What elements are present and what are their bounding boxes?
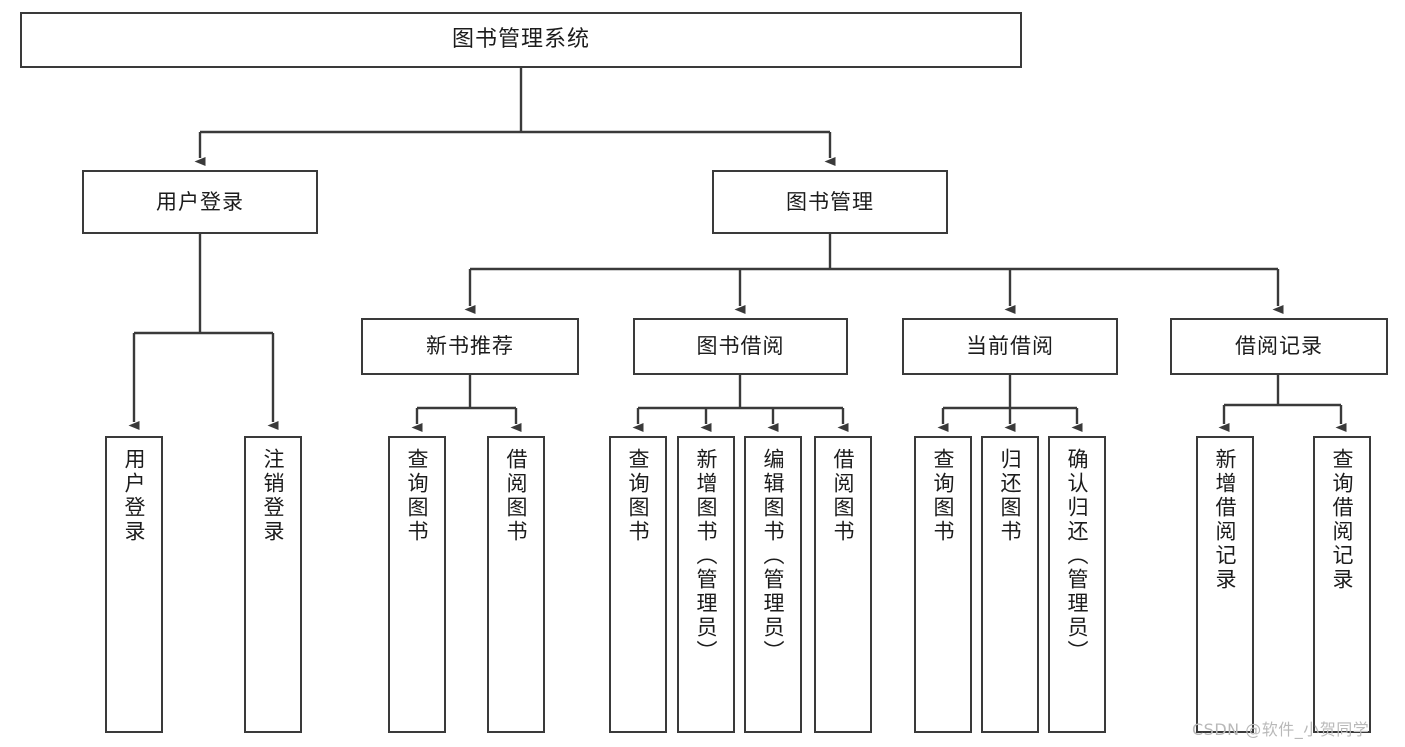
- node-label: 用户登录: [122, 448, 147, 544]
- leaf-user-login-logout[interactable]: 注销登录: [244, 436, 302, 733]
- leaf-user-login-login[interactable]: 用户登录: [105, 436, 163, 733]
- node-label: 查询图书: [931, 448, 956, 544]
- leaf-current-borrow-return[interactable]: 归还图书: [981, 436, 1039, 733]
- node-label: 借阅图书: [504, 448, 529, 544]
- leaf-book-borrow-edit[interactable]: 编辑图书（管理员）: [744, 436, 802, 733]
- node-label: 编辑图书（管理员）: [761, 448, 786, 664]
- leaf-current-borrow-query[interactable]: 查询图书: [914, 436, 972, 733]
- node-book-borrow[interactable]: 图书借阅: [633, 318, 848, 375]
- node-root-system[interactable]: 图书管理系统: [20, 12, 1022, 68]
- leaf-new-book-query[interactable]: 查询图书: [388, 436, 446, 733]
- node-label: 借阅记录: [1235, 334, 1323, 359]
- leaf-current-borrow-confirm-return[interactable]: 确认归还（管理员）: [1048, 436, 1106, 733]
- node-label: 图书管理系统: [451, 27, 590, 53]
- node-label: 图书管理: [786, 189, 874, 214]
- node-label: 归还图书: [998, 448, 1023, 544]
- node-book-management[interactable]: 图书管理: [712, 170, 948, 234]
- leaf-borrow-record-query[interactable]: 查询借阅记录: [1313, 436, 1371, 733]
- node-label: 当前借阅: [966, 334, 1054, 359]
- node-label: 新书推荐: [426, 334, 514, 359]
- node-label: 图书借阅: [696, 334, 785, 359]
- node-label: 注销登录: [261, 448, 286, 544]
- node-new-book-recommend[interactable]: 新书推荐: [361, 318, 579, 375]
- node-label: 用户登录: [156, 189, 244, 214]
- node-label: 查询图书: [626, 448, 651, 544]
- node-label: 借阅图书: [831, 448, 856, 544]
- leaf-new-book-borrow[interactable]: 借阅图书: [487, 436, 545, 733]
- node-label: 新增借阅记录: [1213, 448, 1238, 592]
- leaf-book-borrow-query[interactable]: 查询图书: [609, 436, 667, 733]
- node-current-borrow[interactable]: 当前借阅: [902, 318, 1118, 375]
- leaf-book-borrow-lend[interactable]: 借阅图书: [814, 436, 872, 733]
- node-label: 查询图书: [405, 448, 430, 544]
- leaf-borrow-record-add[interactable]: 新增借阅记录: [1196, 436, 1254, 733]
- node-label: 新增图书（管理员）: [694, 448, 719, 664]
- node-label: 确认归还（管理员）: [1065, 448, 1090, 664]
- watermark-csdn: CSDN @软件_小贺同学: [1192, 720, 1370, 739]
- leaf-book-borrow-add[interactable]: 新增图书（管理员）: [677, 436, 735, 733]
- node-label: 查询借阅记录: [1330, 448, 1355, 592]
- node-borrow-record[interactable]: 借阅记录: [1170, 318, 1388, 375]
- node-user-login[interactable]: 用户登录: [82, 170, 318, 234]
